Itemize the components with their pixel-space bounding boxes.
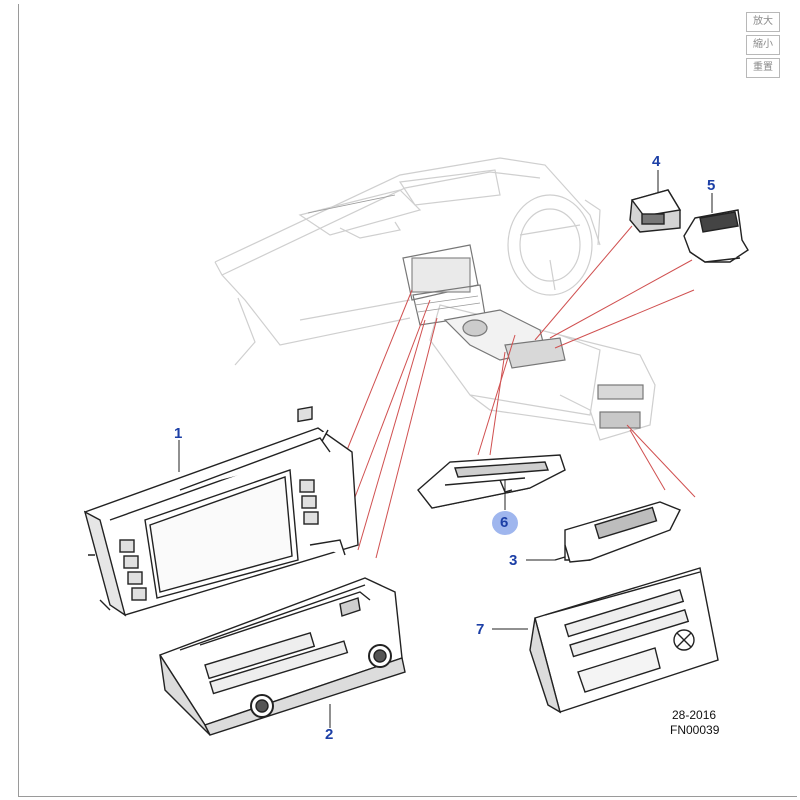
callout-6-highlight xyxy=(492,511,518,535)
figure-date: 28-2016 xyxy=(672,708,717,722)
part-5-selector-module xyxy=(683,209,749,263)
callout-5[interactable]: 5 xyxy=(707,177,716,194)
part-7-control-panel xyxy=(529,567,719,714)
zoom-in-button[interactable]: 放大 xyxy=(746,12,780,32)
callout-7[interactable]: 7 xyxy=(476,621,485,638)
callout-pointers xyxy=(178,170,713,728)
figure-number: FN00039 xyxy=(670,723,720,737)
callout-2[interactable]: 2 xyxy=(325,726,334,743)
callout-3[interactable]: 3 xyxy=(509,552,518,569)
part-2-climate-control-panel xyxy=(158,577,406,736)
part-3-switch-pack xyxy=(554,501,681,563)
reset-view-button[interactable]: 重置 xyxy=(746,58,780,78)
leader-lines xyxy=(344,225,696,559)
diagram-frame xyxy=(18,4,797,797)
callout-4[interactable]: 4 xyxy=(652,153,661,170)
vehicle-interior-outline xyxy=(214,157,656,441)
callout-1[interactable]: 1 xyxy=(174,425,183,442)
zoom-out-button[interactable]: 縮小 xyxy=(746,35,780,55)
part-4-small-module xyxy=(629,189,682,233)
callout-6[interactable]: 6 xyxy=(500,514,509,531)
vehicle-center-stack xyxy=(307,194,644,429)
part-6-control-switch-module xyxy=(417,454,566,509)
part-1-touchscreen-module xyxy=(83,406,359,617)
